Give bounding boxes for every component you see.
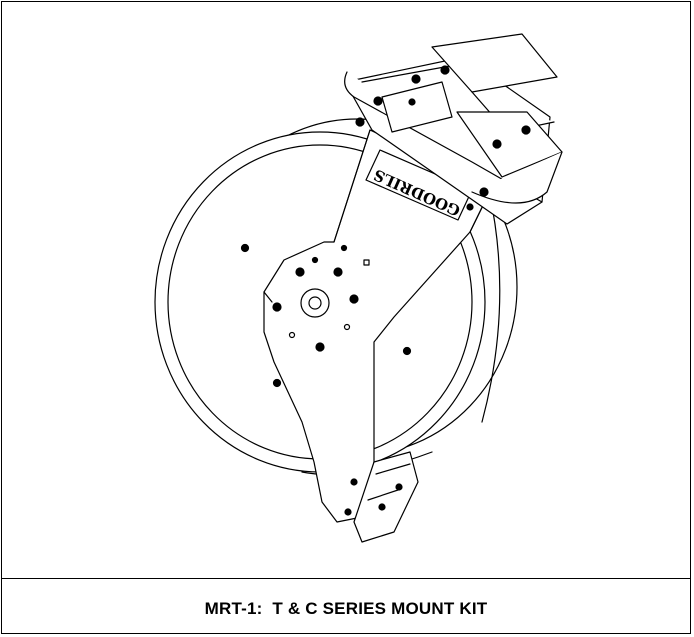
top-clamp	[344, 33, 563, 225]
reel-bolt	[240, 243, 250, 253]
figure-caption: MRT-1: T & C SERIES MOUNT KIT	[204, 599, 488, 618]
bottom-bracket	[344, 451, 419, 543]
reel-bolt	[272, 378, 282, 388]
arm-bolt	[311, 256, 319, 264]
arm-bolt	[349, 294, 359, 304]
arm-bolt	[315, 342, 325, 352]
arm-bolt	[333, 267, 343, 277]
arm-bolt	[295, 267, 305, 277]
arm-bolt	[288, 331, 296, 339]
arm-bolt	[343, 323, 351, 331]
reel-bolt	[402, 346, 412, 356]
figure-image-cell: GOODRILS	[2, 2, 690, 579]
arm-bolt	[340, 244, 348, 252]
caption-cell: MRT-1: T & C SERIES MOUNT KIT	[2, 579, 690, 635]
hose-reel-illustration: GOODRILS	[154, 33, 563, 543]
mounting-arm	[263, 129, 493, 523]
hub-inner	[308, 296, 322, 310]
arm-bolt	[272, 302, 282, 312]
